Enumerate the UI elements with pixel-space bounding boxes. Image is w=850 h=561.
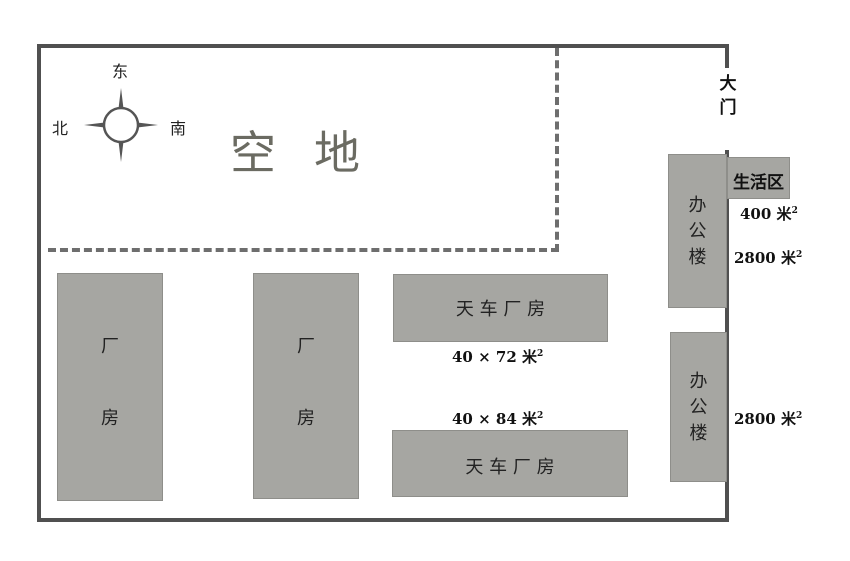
size-number: 2800 [734, 410, 776, 428]
boundary-right-wall-upper [725, 44, 729, 68]
size-unit: 米 [522, 410, 538, 428]
living-area-size: 400 米2 [740, 203, 798, 224]
size-exponent: 2 [796, 250, 803, 260]
size-unit: 米 [780, 249, 796, 267]
crane-top-label: 天 车 厂 房 [455, 299, 546, 320]
office-top-char: 办 [688, 195, 707, 216]
crane-workshop-top: 天 车 厂 房 [393, 274, 608, 342]
office-bottom-char: 办 [689, 371, 708, 392]
size-exponent: 2 [537, 349, 544, 359]
size-number: 400 [740, 205, 772, 223]
gate-char: 门 [719, 98, 737, 118]
office-bottom-char: 公 [689, 397, 708, 418]
office-top-char: 公 [688, 221, 707, 242]
boundary-right-wall-lower [725, 150, 729, 522]
gate-label: 大 门 [716, 72, 740, 120]
size-number: 2800 [734, 249, 776, 267]
office-building-top: 办 公 楼 [668, 154, 727, 308]
office-bottom-size: 2800 米2 [734, 408, 802, 429]
gate-char: 大 [719, 74, 737, 94]
size-unit: 米 [780, 410, 796, 428]
size-dims: 40 × 72 [452, 348, 517, 366]
factory-building-left: 厂 房 [57, 273, 163, 501]
size-exponent: 2 [537, 411, 544, 421]
living-area-label: 生活区 [733, 173, 784, 193]
size-exponent: 2 [791, 206, 798, 216]
boundary-left-wall [37, 44, 41, 522]
office-top-char: 楼 [688, 247, 707, 268]
crane-bottom-label: 天 车 厂 房 [465, 457, 555, 478]
office-top-label: 办 公 楼 [669, 193, 726, 271]
compass-north-label: 北 [52, 119, 69, 138]
factory-left-char: 厂 [101, 336, 119, 357]
factory-left-char: 房 [101, 408, 119, 429]
size-unit: 米 [522, 348, 538, 366]
factory-building-middle: 厂 房 [253, 273, 359, 499]
open-land-outline [48, 48, 559, 252]
boundary-bottom-wall [37, 518, 729, 522]
factory-mid-char: 房 [297, 408, 315, 429]
size-unit: 米 [776, 205, 792, 223]
size-dims: 40 × 84 [452, 410, 517, 428]
open-land-label: 空地 [230, 126, 398, 180]
office-bottom-label: 办 公 楼 [671, 369, 726, 447]
office-bottom-char: 楼 [689, 423, 708, 444]
factory-mid-char: 厂 [297, 336, 315, 357]
boundary-top-wall [37, 44, 725, 48]
compass-south-label: 南 [170, 119, 187, 138]
living-area-block: 生活区 [727, 157, 790, 199]
office-building-bottom: 办 公 楼 [670, 332, 727, 482]
compass-icon [84, 88, 158, 162]
size-exponent: 2 [796, 411, 803, 421]
crane-bottom-size: 40 × 84 米2 [452, 408, 543, 429]
compass-east-label: 东 [112, 62, 129, 81]
crane-workshop-bottom: 天 车 厂 房 [392, 430, 628, 497]
office-top-size: 2800 米2 [734, 247, 802, 268]
crane-top-size: 40 × 72 米2 [452, 346, 543, 367]
